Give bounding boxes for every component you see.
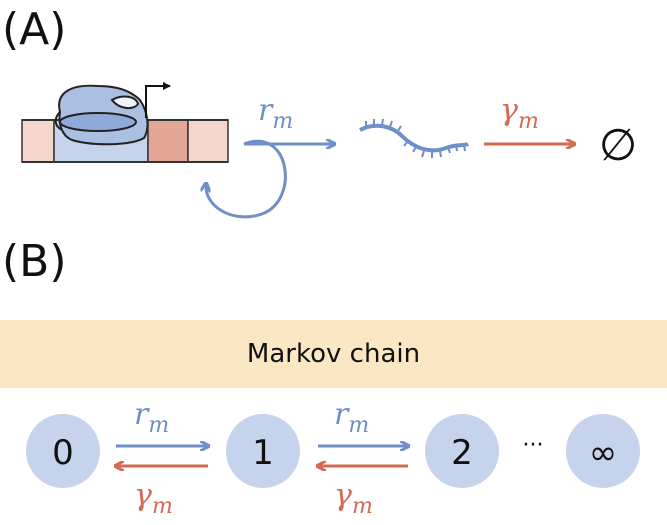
markov-chain-banner: Markov chain xyxy=(0,320,667,388)
state-node: 0 xyxy=(26,414,100,488)
mrna-icon xyxy=(359,118,469,158)
state-node: ∞ xyxy=(566,414,640,488)
panel-b-label: (B) xyxy=(2,236,67,287)
empty-set-icon: ∅ xyxy=(599,120,637,171)
backward-rate-label: γm xyxy=(334,478,373,519)
backward-rate-label: γm xyxy=(134,478,173,519)
forward-rate-label: rm xyxy=(334,397,369,438)
state-label: 0 xyxy=(52,433,74,473)
state-label: 2 xyxy=(451,433,473,473)
polymerase-icon xyxy=(54,84,149,146)
markov-chain-title: Markov chain xyxy=(246,339,421,369)
panel-a-label: (A) xyxy=(2,4,67,55)
state-node: 1 xyxy=(226,414,300,488)
ellipsis: ··· xyxy=(523,433,544,458)
forward-rate-label: rm xyxy=(134,397,169,438)
state-label: 1 xyxy=(252,433,274,473)
degradation-rate-label: γm xyxy=(500,93,539,134)
state-node: 2 xyxy=(425,414,499,488)
loop-arrow-icon xyxy=(206,139,287,219)
state-label: ∞ xyxy=(589,433,617,473)
promoter-arrow-icon xyxy=(145,82,171,118)
production-rate-label: rm xyxy=(258,93,293,134)
